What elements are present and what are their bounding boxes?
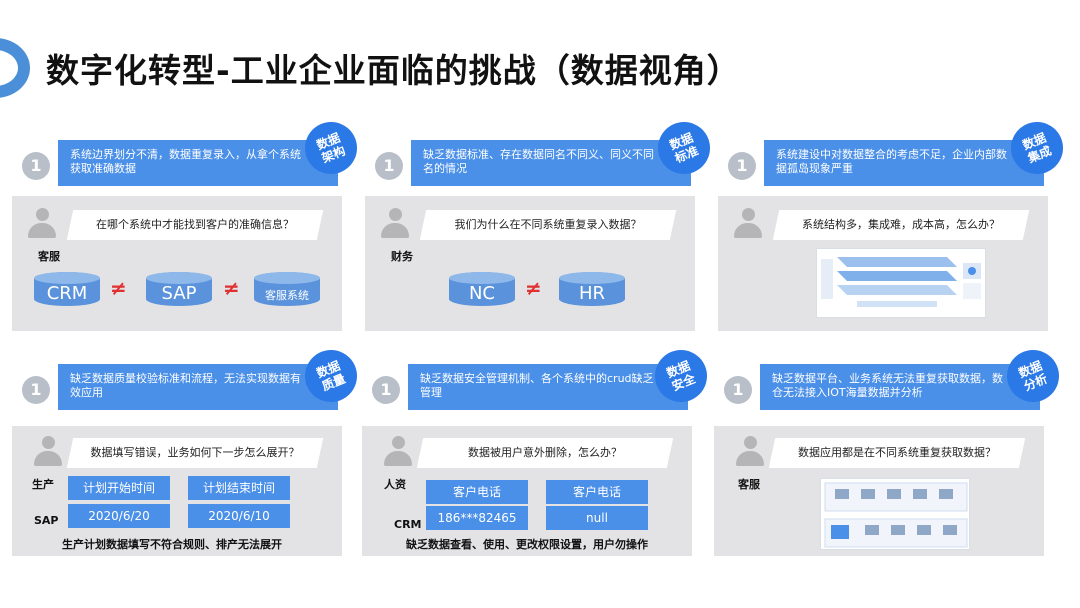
question-bubble: 数据被用户意外删除，怎么办？ [416,438,674,468]
challenge-banner: 缺乏数据平台、业务系统无法重复获取数据，数仓无法接入IOT海量数据并分析 [760,364,1040,410]
field-header: 客户电话 [426,480,528,504]
challenge-card-data-architecture: 1 系统边界划分不清，数据重复录入，从拿个系统获取准确数据 数据 架构 在哪个系… [12,114,365,362]
challenge-card-data-standard: 1 缺乏数据标准、存在数据同名不同义、同义不同名的情况 数据 标准 我们为什么在… [365,114,718,362]
user-avatar-icon [734,208,762,240]
scenario-panel: 数据被用户意外删除，怎么办？ 人资 CRM 客户电话 客户电话 186***82… [362,426,692,556]
user-avatar-icon [34,436,62,468]
data-access-diagram-graphic [824,482,968,548]
challenge-banner: 缺乏数据质量校验标准和流程，无法实现数据有效应用 [58,364,338,410]
challenge-banner: 缺乏数据安全管理机制、各个系统中的crud缺乏管理 [408,364,688,410]
challenge-banner: 系统边界划分不清，数据重复录入，从拿个系统获取准确数据 [58,140,338,186]
field-value: null [546,506,648,530]
step-number-badge: 1 [372,376,400,404]
scenario-panel: 我们为什么在不同系统重复录入数据？ 财务 NC ≠ HR [365,196,695,331]
challenge-card-data-quality: 1 缺乏数据质量校验标准和流程，无法实现数据有效应用 数据 质量 数据填写错误，… [12,342,365,590]
title-decoration [0,38,30,98]
architecture-diagram-graphic [821,257,981,307]
page-title: 数字化转型-工业企业面临的挑战（数据视角） [46,51,741,90]
database-icon-sap: SAP [146,272,212,306]
challenge-card-data-analysis: 1 缺乏数据平台、业务系统无法重复获取数据，数仓无法接入IOT海量数据并分析 数… [714,342,1067,590]
step-number-badge: 1 [724,376,752,404]
system-label: CRM [394,518,422,531]
user-avatar-icon [384,436,412,468]
role-label: 生产 [32,478,54,491]
scenario-panel: 数据应用都是在不同系统重复获取数据？ 客服 [714,426,1044,556]
field-value: 2020/6/20 [68,504,170,528]
challenge-card-data-integration: 1 系统建设中对数据整合的考虑不足，企业内部数据孤岛现象严重 数据 集成 系统结… [718,114,1071,362]
system-label: SAP [34,514,59,527]
not-equal-sign: ≠ [223,276,240,300]
step-number-badge: 1 [375,152,403,180]
role-label: 人资 [384,478,406,491]
repeated-data-access-diagram [820,478,970,550]
question-bubble: 我们为什么在不同系统重复录入数据？ [419,210,677,240]
user-avatar-icon [736,436,764,468]
question-bubble: 数据填写错误，业务如何下一步怎么展开？ [66,438,324,468]
integration-architecture-diagram [816,248,986,318]
user-avatar-icon [381,208,409,240]
field-header: 计划开始时间 [68,476,170,500]
step-number-badge: 1 [22,376,50,404]
field-value: 2020/6/10 [188,504,290,528]
user-avatar-icon [28,208,56,240]
database-icon-service-system: 客服系统 [254,272,320,306]
scenario-panel: 系统结构多，集成难，成本高，怎么办？ [718,196,1048,331]
challenge-banner: 系统建设中对数据整合的考虑不足，企业内部数据孤岛现象严重 [764,140,1044,186]
not-equal-sign: ≠ [525,276,542,300]
database-icon-nc: NC [449,272,515,306]
role-label: 客服 [738,478,760,491]
database-icon-crm: CRM [34,272,100,306]
database-icon-hr: HR [559,272,625,306]
question-bubble: 在哪个系统中才能找到客户的准确信息？ [66,210,324,240]
scenario-caption: 缺乏数据查看、使用、更改权限设置，用户勿操作 [406,538,648,551]
question-bubble: 数据应用都是在不同系统重复获取数据？ [768,438,1026,468]
scenario-panel: 数据填写错误，业务如何下一步怎么展开？ 生产 SAP 计划开始时间 计划结束时间… [12,426,342,556]
field-header: 客户电话 [546,480,648,504]
not-equal-sign: ≠ [110,276,127,300]
role-label: 客服 [38,250,60,263]
step-number-badge: 1 [728,152,756,180]
field-header: 计划结束时间 [188,476,290,500]
step-number-badge: 1 [22,152,50,180]
scenario-panel: 在哪个系统中才能找到客户的准确信息？ 客服 CRM ≠ SAP ≠ 客服系统 [12,196,342,331]
scenario-caption: 生产计划数据填写不符合规则、排产无法展开 [62,538,282,551]
field-value: 186***82465 [426,506,528,530]
challenge-card-data-security: 1 缺乏数据安全管理机制、各个系统中的crud缺乏管理 数据 安全 数据被用户意… [362,342,715,590]
challenge-banner: 缺乏数据标准、存在数据同名不同义、同义不同名的情况 [411,140,691,186]
role-label: 财务 [391,250,413,263]
question-bubble: 系统结构多，集成难，成本高，怎么办？ [772,210,1030,240]
